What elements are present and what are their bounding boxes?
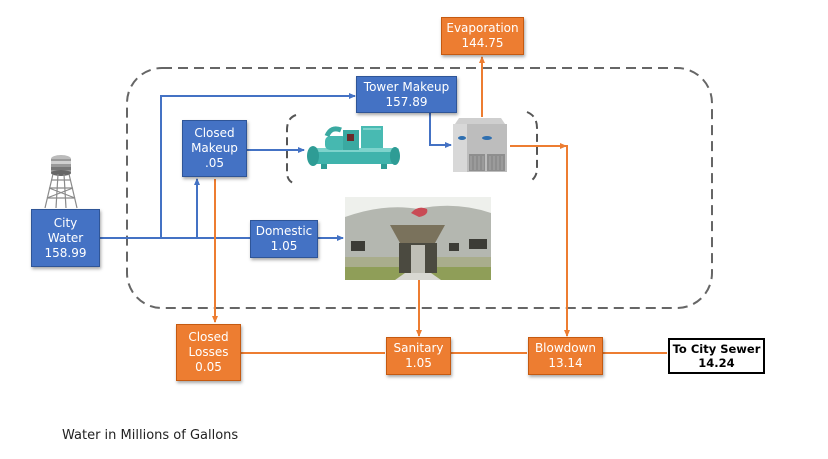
node-sanitary: Sanitary 1.05 [386,337,451,375]
chiller-loop-bracket-right [526,111,538,183]
plant-boundary [126,67,713,309]
node-tower-makeup-value: 157.89 [385,94,428,109]
node-closed-losses-value: 0.05 [195,360,222,374]
node-city-sewer-label: To City Sewer [672,342,761,356]
node-evaporation-value: 144.75 [461,36,504,50]
node-closed-losses: Closed Losses 0.05 [176,324,241,381]
node-city-sewer: To City Sewer 14.24 [668,338,765,374]
node-evaporation-label: Evaporation [446,21,519,35]
flow-tower-makeup-to-cooling-tower [429,113,452,148]
node-tower-makeup: Tower Makeup 157.89 [356,76,457,113]
node-evaporation: Evaporation 144.75 [441,17,524,55]
node-closed-makeup-line1: Closed [194,126,235,140]
water-tower-icon [44,155,78,209]
node-domestic-label: Domestic [255,224,313,238]
node-closed-losses-line2: Losses [188,345,229,359]
node-city-water-line2: Water [47,230,84,245]
node-city-sewer-value: 14.24 [698,356,735,370]
flow-tower-to-blowdown [510,145,570,337]
node-domestic-value: 1.05 [270,239,298,253]
node-city-water-value: 158.99 [44,245,87,260]
node-blowdown-label: Blowdown [534,341,597,355]
units-caption: Water in Millions of Gallons [62,428,239,443]
node-city-water-line1: City [53,215,78,230]
flow-city-to-tower-makeup [160,93,356,238]
node-closed-makeup-line2: Makeup [191,141,238,155]
node-tower-makeup-label: Tower Makeup [363,79,450,94]
node-blowdown-value: 13.14 [548,356,583,370]
node-sanitary-value: 1.05 [405,356,432,370]
node-city-water: City Water 158.99 [31,209,100,267]
node-closed-makeup: Closed Makeup .05 [182,120,247,177]
node-blowdown: Blowdown 13.14 [528,337,603,375]
building-image [345,197,491,280]
chiller-icon [307,126,400,169]
cooling-tower-icon [453,118,507,172]
node-closed-losses-line1: Closed [188,330,229,344]
node-closed-makeup-value: .05 [204,156,225,170]
node-domestic: Domestic 1.05 [250,220,318,258]
node-sanitary-label: Sanitary [393,341,444,355]
